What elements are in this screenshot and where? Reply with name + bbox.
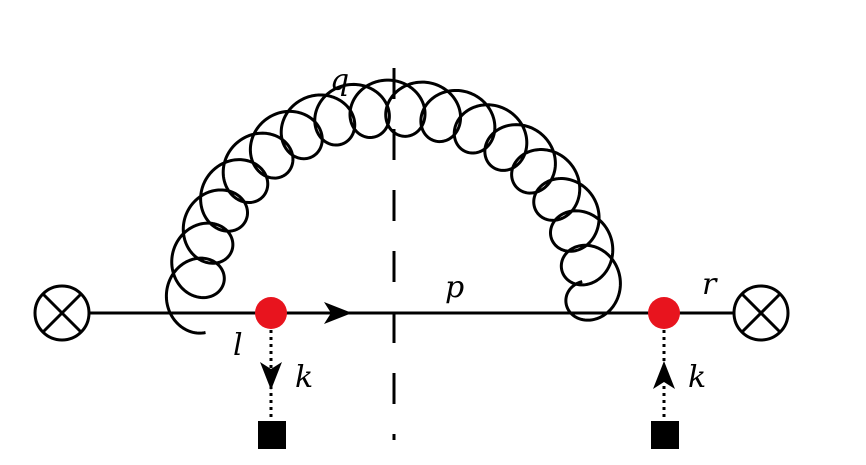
right-insertion-momentum-label: k: [688, 360, 706, 395]
incoming-quark-momentum-label: l: [233, 328, 243, 363]
internal-quark-momentum-label: p: [445, 270, 464, 305]
left-insertion-arrow-icon: [260, 362, 282, 390]
gluon-momentum-label: q: [330, 63, 349, 98]
right-insertion-arrow-icon: [653, 361, 675, 389]
left-operator-circled-times-icon: [33, 284, 91, 342]
gluon-propagator: [164, 78, 622, 335]
right-vertex-dot: [648, 297, 680, 329]
left-insertion-momentum-label: k: [295, 360, 313, 395]
left-source-square: [258, 421, 286, 449]
left-vertex-dot: [255, 297, 287, 329]
right-operator-circled-times-icon: [732, 284, 790, 342]
outgoing-quark-momentum-label: r: [702, 267, 718, 302]
right-source-square: [651, 421, 679, 449]
fermion-arrow-icon: [324, 302, 352, 324]
